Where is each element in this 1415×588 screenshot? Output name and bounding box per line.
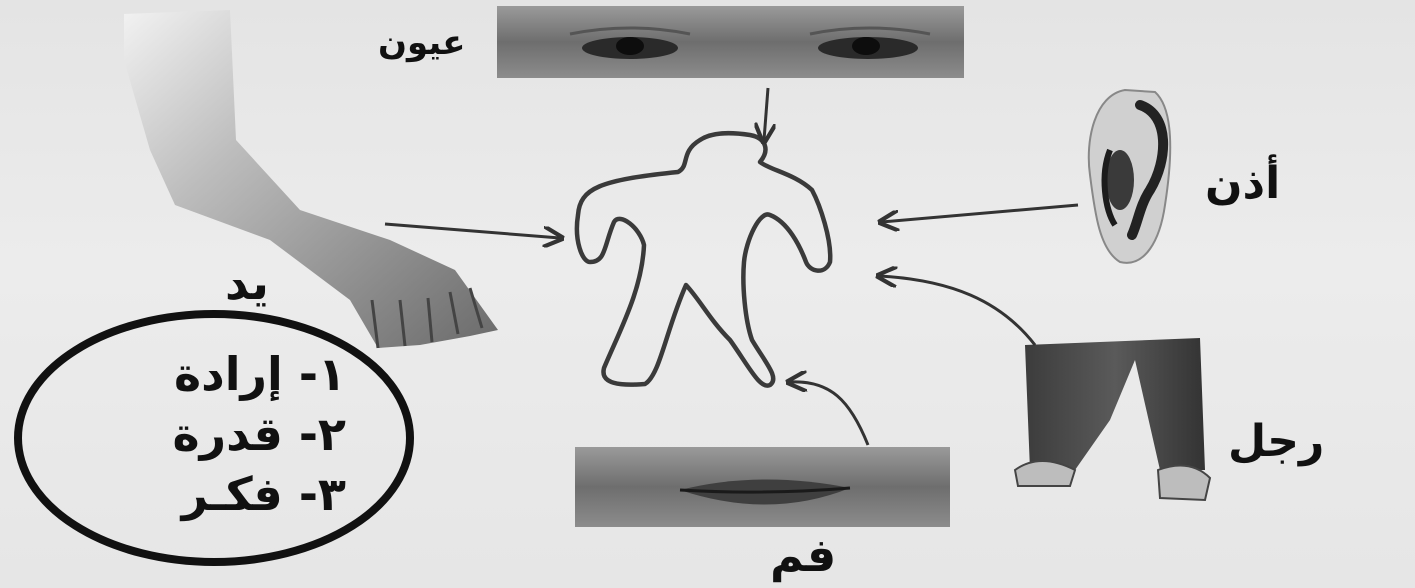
abilities-list: ١- إرادة ٢- قدرة ٣- فكـر	[96, 344, 346, 524]
arrow-hand	[385, 224, 560, 238]
body-outline	[577, 133, 830, 385]
arrow-ear	[882, 205, 1078, 222]
label-hand: يد	[225, 260, 269, 306]
eyes-photo	[497, 6, 964, 78]
label-eyes: عيون	[378, 26, 465, 60]
arrow-mouth	[790, 382, 868, 445]
legs-photo	[1015, 338, 1210, 500]
list-item: ١- إرادة	[96, 344, 346, 404]
label-ear: أذن	[1205, 162, 1280, 206]
ear-photo	[1089, 90, 1171, 263]
label-leg: رجل	[1228, 420, 1324, 464]
arrow-eyes	[764, 88, 768, 140]
arrow-leg	[880, 276, 1035, 345]
mouth-photo	[575, 447, 950, 527]
label-mouth: فم	[770, 532, 836, 578]
list-item: ٣- فكـر	[96, 464, 346, 524]
list-item: ٢- قدرة	[96, 404, 346, 464]
